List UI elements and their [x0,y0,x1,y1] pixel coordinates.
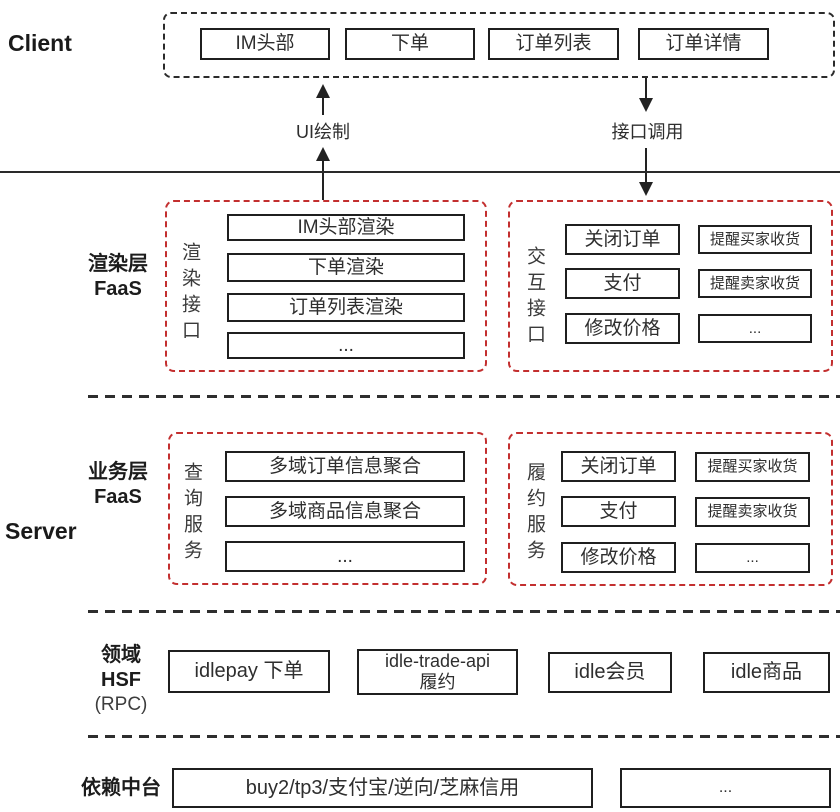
render-business-separator [88,395,840,398]
interact-item-remind-buyer: 提醒买家收货 [698,225,812,254]
client-screen-place-order: 下单 [345,28,475,60]
client-server-divider [0,171,840,173]
interact-item-pay: 支付 [565,268,680,299]
fulfill-service-group: 履约服务 关闭订单 支付 修改价格 提醒买家收货 提醒卖家收货 ... [508,432,833,586]
render-api-group: 渲染接口 IM头部渲染 下单渲染 订单列表渲染 ... [165,200,487,372]
interact-item-more: ... [698,314,812,343]
server-layer-label: Server [5,518,77,544]
client-screen-order-list: 订单列表 [488,28,619,60]
query-item-more: ... [225,541,465,572]
interact-item-close-order: 关闭订单 [565,224,680,255]
query-service-side-label: 查询服务 [181,462,202,566]
hsf-service-idle-trade-api: idle-trade-api 履约 [357,649,518,695]
hsf-service-idle-trade-api-line1: idle-trade-api [384,651,491,672]
fulfill-item-close-order: 关闭订单 [561,451,676,482]
hsf-platform-separator [88,735,840,738]
platform-item-buy2: buy2/tp3/支付宝/逆向/芝麻信用 [172,768,593,808]
hsf-service-idle-trade-api-line2: 履约 [419,672,456,692]
business-layer-title: 业务层 FaaS [78,460,158,510]
render-item-place-order: 下单渲染 [227,253,465,282]
hsf-service-idlepay: idlepay 下单 [168,650,330,693]
business-hsf-separator [88,610,840,613]
render-item-im-header: IM头部渲染 [227,214,465,241]
hsf-layer-title: 领域 HSF (RPC) [82,643,160,717]
interact-item-remind-seller: 提醒卖家收货 [698,269,812,298]
hsf-layer-title-line2: HSF [101,669,141,691]
hsf-layer-title-line3: (RPC) [94,694,148,715]
render-layer-title: 渲染层 FaaS [78,252,158,302]
client-layer-label: Client [8,30,72,56]
query-item-goods-aggregate: 多域商品信息聚合 [225,496,465,527]
query-item-order-aggregate: 多域订单信息聚合 [225,451,465,482]
business-layer-title-line1: 业务层 [88,461,148,483]
fulfill-item-more: ... [695,543,810,573]
render-layer-title-line2: FaaS [94,278,142,300]
interact-api-side-label: 交互接口 [524,246,545,350]
interact-api-group: 交互接口 关闭订单 支付 修改价格 提醒买家收货 提醒卖家收货 ... [508,200,833,372]
fulfill-item-change-price: 修改价格 [561,542,676,573]
render-item-order-list: 订单列表渲染 [227,293,465,322]
hsf-service-idle-goods: idle商品 [703,652,830,693]
fulfill-item-remind-seller: 提醒卖家收货 [695,497,810,527]
api-call-arrow-label: 接口调用 [611,122,684,142]
hsf-service-idle-member: idle会员 [548,652,672,693]
client-screen-order-detail: 订单详情 [638,28,769,60]
fulfill-item-remind-buyer: 提醒买家收货 [695,452,810,482]
platform-layer-title: 依赖中台 [81,777,161,799]
query-service-group: 查询服务 多域订单信息聚合 多域商品信息聚合 ... [168,432,487,585]
business-layer-title-line2: FaaS [94,486,142,508]
render-item-more: ... [227,332,465,359]
render-layer-title-line1: 渲染层 [88,253,148,275]
client-screen-im-header: IM头部 [200,28,330,60]
fulfill-service-side-label: 履约服务 [524,462,545,566]
ui-draw-arrow-label: UI绘制 [296,122,350,142]
platform-item-more: ... [620,768,831,808]
hsf-layer-title-line1: 领域 [101,644,141,666]
render-api-side-label: 渲染接口 [179,242,200,346]
interact-item-change-price: 修改价格 [565,313,680,344]
fulfill-item-pay: 支付 [561,496,676,527]
client-group-frame [163,12,835,78]
